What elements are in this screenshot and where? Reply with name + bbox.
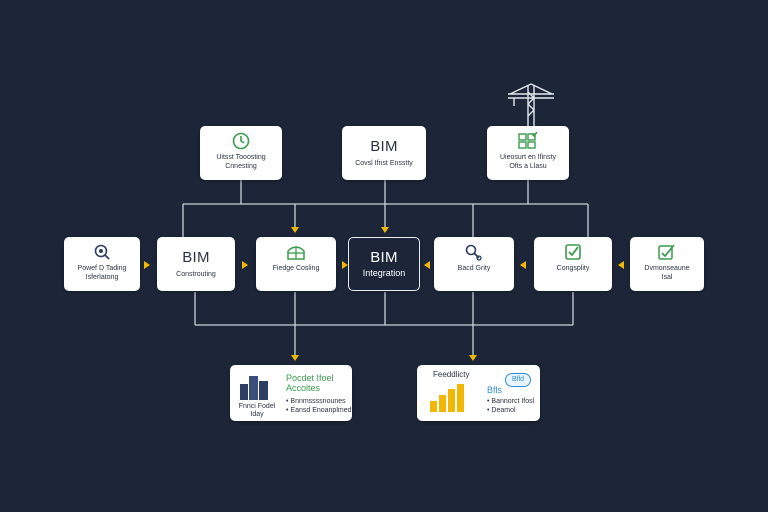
bar-chart-icon bbox=[430, 384, 464, 412]
clock-icon bbox=[232, 132, 250, 150]
node-top-right[interactable]: Uieosurt en Ifinsty Ofts a Llasu bbox=[487, 126, 569, 180]
card-bottom-right[interactable]: Feeddlicty Bfld Bfls • Bannorct Ifosl • … bbox=[417, 365, 540, 421]
node-label-line1: Dvmonseaune bbox=[644, 265, 690, 272]
node-mid-3[interactable]: Fiedge Cosling bbox=[256, 237, 336, 291]
node-label-line2: Isferlatong bbox=[85, 274, 119, 281]
node-mid-4-bim-integration[interactable]: BIM Integration bbox=[348, 237, 420, 291]
node-top-center[interactable]: BIM Covsl Ifnst Ensstty bbox=[342, 126, 426, 180]
node-label: Bacd Grity bbox=[457, 265, 491, 272]
node-label: Congsplity bbox=[556, 265, 590, 272]
node-mid-6[interactable]: Congsplity bbox=[534, 237, 612, 291]
card-title: Feeddlicty bbox=[433, 370, 470, 379]
node-mid-1[interactable]: Powef D Tading Isferlatong bbox=[64, 237, 140, 291]
crane-icon bbox=[508, 83, 554, 126]
chat-badge: Bfld bbox=[505, 373, 531, 387]
card-bullet: • Bannorct Ifosl bbox=[487, 398, 535, 405]
card-title-line2: Accoltes bbox=[286, 383, 321, 393]
chart-label: Bfls bbox=[487, 385, 503, 395]
edit-check-icon bbox=[658, 244, 675, 260]
node-subtitle: Integration bbox=[362, 268, 406, 278]
node-label-line1: Uitsst Tooosting bbox=[216, 154, 266, 161]
node-mid-5[interactable]: Bacd Grity bbox=[434, 237, 514, 291]
node-top-left[interactable]: Uitsst Tooosting Cnnesting bbox=[200, 126, 282, 180]
search-tool-icon bbox=[465, 244, 482, 261]
card-caption-line1: Fnnci Fodel bbox=[238, 403, 276, 410]
node-subtitle: Constrouting bbox=[176, 271, 216, 278]
node-label-line2: Ofts a Llasu bbox=[509, 163, 547, 170]
greenhouse-icon bbox=[287, 246, 305, 260]
card-bottom-left[interactable]: Fnnci Fodel Iday Pocdet Ifoel Accoltes •… bbox=[230, 365, 352, 421]
node-title: BIM bbox=[370, 138, 398, 155]
magnifier-icon bbox=[94, 244, 110, 260]
node-label-line2: Cnnesting bbox=[225, 163, 257, 170]
node-subtitle: Covsl Ifnst Ensstty bbox=[355, 160, 413, 167]
card-caption-line2: Iday bbox=[250, 411, 264, 418]
node-label-line2: Isal bbox=[661, 274, 673, 281]
node-label-line1: Uieosurt en Ifinsty bbox=[499, 154, 557, 161]
chat-badge-label: Bfld bbox=[511, 376, 525, 383]
node-label: Fiedge Cosling bbox=[272, 265, 320, 272]
node-mid-2[interactable]: BIM Constrouting bbox=[157, 237, 235, 291]
building-icon bbox=[240, 376, 268, 400]
node-title: BIM bbox=[370, 249, 398, 266]
card-bullet: • Deamol bbox=[487, 407, 516, 414]
node-label-line1: Powef D Tading bbox=[77, 265, 127, 272]
checklist-grid-icon bbox=[518, 132, 538, 149]
card-bullet: • Bnnmssssnounes bbox=[286, 398, 346, 405]
card-title-line1: Pocdet Ifoel bbox=[286, 373, 334, 383]
node-title: BIM bbox=[182, 249, 210, 266]
card-bullet: • Eansd Enoanplmed bbox=[286, 407, 352, 414]
node-mid-7[interactable]: Dvmonseaune Isal bbox=[630, 237, 704, 291]
checkbox-icon bbox=[565, 244, 581, 260]
